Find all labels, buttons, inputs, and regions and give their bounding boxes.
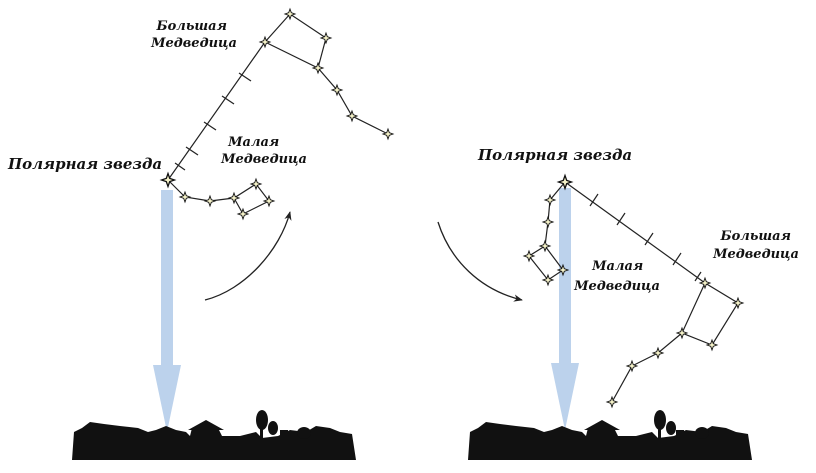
ursa-major-label: Большая Медведица xyxy=(150,19,237,51)
ursa-major-lines xyxy=(264,13,389,135)
ground-silhouette-right xyxy=(468,410,752,460)
ursa-major-stars-right xyxy=(606,277,744,408)
polaris-label: Полярная звезда xyxy=(7,155,162,173)
polaris-label-right: Полярная звезда xyxy=(477,146,632,164)
right-panel: Полярная звезда Малая Медведица Большая … xyxy=(437,146,799,460)
left-panel: Большая Медведица Малая Медведица Полярн… xyxy=(7,8,394,460)
pointer-line xyxy=(167,41,266,181)
ursa-minor-label: Малая Медведица xyxy=(220,135,307,167)
pole-arrow xyxy=(153,190,181,432)
ursa-major-label-right: Большая Медведица xyxy=(712,229,799,262)
ursa-minor-label-right: Малая Медведица xyxy=(573,259,660,294)
rotation-arrow-right xyxy=(437,221,523,302)
pointer-line-right xyxy=(564,181,706,284)
pole-arrow-right xyxy=(551,188,579,430)
ground-silhouette xyxy=(72,410,356,460)
rotation-arrow xyxy=(204,211,292,301)
ursa-major-stars xyxy=(259,8,394,140)
ursa-major-lines-right xyxy=(611,282,739,403)
